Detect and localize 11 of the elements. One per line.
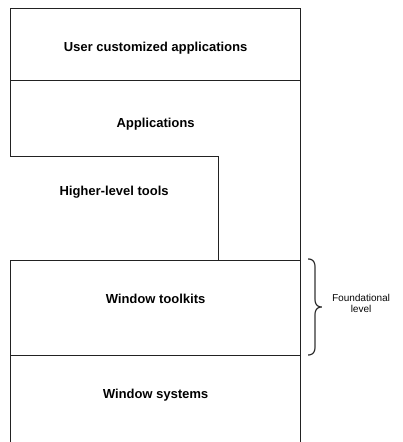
layer-band [10, 260, 301, 356]
layer-title: Higher-level tools [58, 183, 170, 198]
layer-title: Applications [115, 115, 196, 130]
layer-band [10, 8, 301, 81]
layer-title: Window toolkits [104, 291, 206, 306]
layer-box [10, 156, 219, 262]
layer-region [10, 80, 301, 261]
bracket-label: Foundational level [331, 293, 391, 315]
layer-title: User customized applications [62, 39, 248, 54]
layer-band [10, 355, 301, 442]
layer-title: Window systems [102, 386, 210, 401]
